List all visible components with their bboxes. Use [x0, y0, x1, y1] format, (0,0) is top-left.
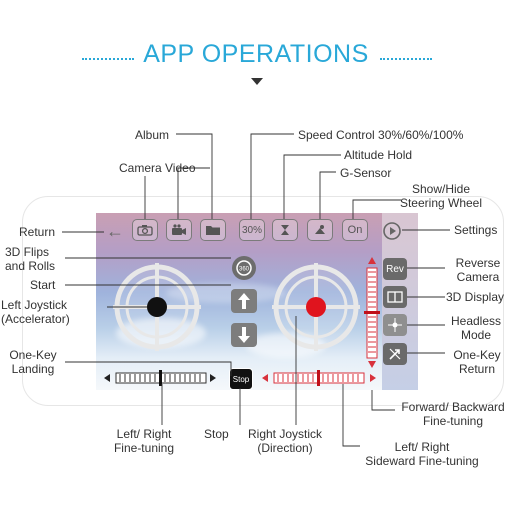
headless-icon [388, 318, 402, 332]
label-onekey-landing: One-Key Landing [9, 348, 57, 376]
gsensor-icon [315, 225, 325, 234]
label-return: Return [19, 225, 56, 239]
return-home-icon [389, 348, 401, 360]
label-g-sensor: G-Sensor [340, 166, 392, 180]
gsensor-button[interactable] [307, 219, 333, 241]
stop-button[interactable]: Stop [229, 368, 253, 390]
label-forward-backward: Forward/ Backward Fine-tuning [401, 400, 505, 428]
title-pointer [251, 78, 263, 85]
settings-button[interactable] [382, 221, 402, 246]
album-button[interactable] [200, 219, 226, 241]
camera-icon [137, 225, 153, 236]
flip-button[interactable]: 360 [231, 255, 257, 286]
label-show-hide-wheel: Show/Hide Steering Wheel [399, 182, 483, 210]
label-album: Album [135, 128, 170, 142]
label-3d-flips: 3D Flips and Rolls [5, 245, 56, 273]
page-title: APP OPERATIONS [143, 40, 369, 68]
label-reverse-camera: Reverse Camera [455, 256, 501, 284]
landing-button[interactable] [231, 323, 257, 347]
label-headless-mode: Headless Mode [450, 314, 502, 342]
altitude-icon [281, 225, 289, 235]
headless-button[interactable] [383, 314, 407, 336]
video-button[interactable] [166, 219, 192, 241]
leader-lines [62, 133, 450, 447]
video-icon [172, 224, 186, 235]
label-3d-display: 3D Display [446, 290, 505, 304]
label-onekey-return: One-Key Return [453, 348, 501, 376]
wheel-toggle-button[interactable]: On [342, 219, 368, 241]
start-button[interactable] [231, 289, 257, 313]
settings-icon [383, 222, 401, 240]
sideward-fine-tuning[interactable] [262, 370, 376, 386]
label-camera-video: Camera Video [119, 161, 196, 175]
back-arrow-icon[interactable]: ← [106, 221, 124, 241]
left-right-fine-tuning[interactable] [104, 370, 216, 386]
camera-button[interactable] [132, 219, 158, 241]
reverse-camera-button[interactable]: Rev [383, 258, 407, 280]
svg-text:360: 360 [239, 267, 250, 273]
label-sideward-fine: Left/ Right Sideward Fine-tuning [365, 440, 479, 468]
up-arrow-icon [238, 293, 250, 309]
display-3d-icon [387, 291, 403, 303]
label-start: Start [30, 278, 56, 292]
label-right-joystick: Right Joystick (Direction) [247, 427, 323, 455]
label-left-joystick: Left Joystick (Accelerator) [1, 298, 70, 326]
flip-icon: 360 [232, 256, 256, 280]
speed-button[interactable]: 30% [239, 219, 265, 241]
folder-icon [206, 226, 220, 235]
onekey-return-button[interactable] [383, 343, 407, 365]
label-altitude-hold: Altitude Hold [344, 148, 413, 162]
label-settings: Settings [454, 223, 498, 237]
label-stop: Stop [204, 427, 229, 441]
label-left-right-fine: Left/ Right Fine-tuning [113, 427, 175, 455]
label-speed-control: Speed Control 30%/60%/100% [298, 128, 464, 142]
display-3d-button[interactable] [383, 286, 407, 308]
down-arrow-icon [238, 327, 250, 343]
forward-backward-fine-tuning[interactable] [364, 257, 380, 368]
altitude-hold-button[interactable] [272, 219, 298, 241]
right-joystick[interactable] [272, 263, 360, 351]
